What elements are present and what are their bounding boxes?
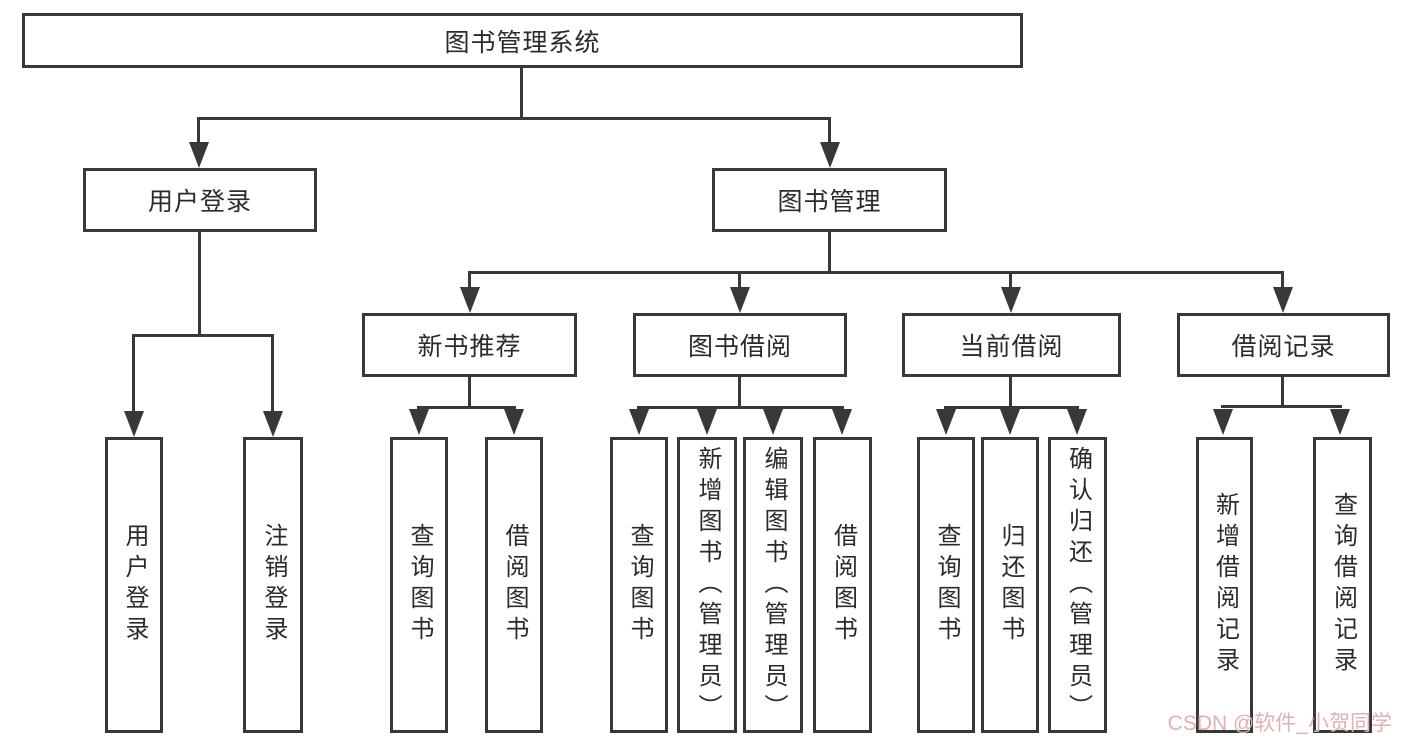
connector-line — [738, 377, 741, 408]
connector-line — [828, 232, 831, 273]
connector-line — [944, 406, 1079, 409]
arrow-down-icon — [504, 409, 524, 435]
arrow-down-icon — [730, 287, 750, 313]
node-label: 图书借阅 — [687, 333, 792, 361]
connector-line — [637, 406, 844, 409]
node-book-management: 图书管理 — [712, 168, 947, 232]
connector-line — [132, 334, 135, 412]
arrow-down-icon — [763, 409, 783, 435]
connector-line — [738, 271, 741, 287]
arrow-down-icon — [1000, 409, 1020, 435]
node-borrow-records: 借阅记录 — [1177, 313, 1390, 377]
node-label: 用户登录 — [147, 188, 252, 216]
connector-line — [468, 271, 471, 287]
arrow-down-icon — [697, 409, 717, 435]
arrow-down-icon — [124, 411, 144, 437]
connector-line — [468, 377, 471, 408]
leaf-confirm-return-admin: 确认归还（管理员） — [1048, 437, 1107, 733]
leaf-edit-book-admin: 编辑图书（管理员） — [743, 437, 803, 733]
leaf-label: 用户登录 — [121, 523, 148, 647]
leaf-label: 借阅图书 — [501, 523, 528, 647]
leaf-query-books-recommend: 查询图书 — [390, 437, 448, 733]
arrow-down-icon — [1001, 287, 1021, 313]
leaf-query-books-current: 查询图书 — [917, 437, 975, 733]
node-new-book-recommend: 新书推荐 — [362, 313, 577, 377]
arrow-down-icon — [263, 411, 283, 437]
node-label: 当前借阅 — [959, 333, 1064, 361]
arrow-down-icon — [409, 409, 429, 435]
connector-line — [198, 232, 201, 336]
connector-line — [271, 334, 274, 412]
leaf-label: 注销登录 — [260, 523, 287, 647]
connector-line — [828, 117, 831, 144]
leaf-label: 查询图书 — [406, 523, 433, 647]
arrow-down-icon — [832, 409, 852, 435]
leaf-query-books-borrow: 查询图书 — [610, 437, 668, 733]
node-label: 图书管理 — [777, 188, 882, 216]
connector-line — [197, 117, 831, 120]
connector-line — [1281, 271, 1284, 287]
leaf-return-book: 归还图书 — [981, 437, 1039, 733]
leaf-label: 查询图书 — [933, 523, 960, 647]
arrow-down-icon — [1273, 287, 1293, 313]
connector-line — [468, 271, 1284, 274]
node-label: 借阅记录 — [1231, 333, 1336, 361]
leaf-label: 确认归还（管理员） — [1064, 445, 1092, 725]
arrow-down-icon — [460, 287, 480, 313]
leaf-label: 编辑图书（管理员） — [760, 445, 787, 725]
connector-line — [520, 68, 523, 120]
arrow-down-icon — [820, 142, 840, 168]
node-label: 新书推荐 — [417, 333, 522, 361]
leaf-label: 查询图书 — [626, 523, 653, 647]
leaf-query-borrow-record: 查询借阅记录 — [1313, 437, 1372, 733]
connector-line — [417, 406, 516, 409]
leaf-label: 借阅图书 — [829, 523, 857, 647]
arrow-down-icon — [189, 142, 209, 168]
arrow-down-icon — [1067, 409, 1087, 435]
leaf-add-book-admin: 新增图书（管理员） — [677, 437, 737, 733]
leaf-user-login: 用户登录 — [105, 437, 163, 733]
node-root-label: 图书管理系统 — [444, 28, 601, 57]
leaf-label: 查询借阅记录 — [1329, 492, 1357, 678]
arrow-down-icon — [629, 409, 649, 435]
leaf-borrow-books: 借阅图书 — [813, 437, 872, 733]
arrow-down-icon — [1330, 409, 1350, 435]
arrow-down-icon — [1213, 409, 1233, 435]
node-root: 图书管理系统 — [22, 13, 1023, 68]
leaf-label: 新增借阅记录 — [1211, 492, 1239, 678]
node-book-borrow: 图书借阅 — [633, 313, 847, 377]
arrow-down-icon — [936, 409, 956, 435]
leaf-label: 归还图书 — [997, 523, 1024, 647]
connector-line — [1009, 271, 1012, 287]
leaf-borrow-books-recommend: 借阅图书 — [485, 437, 543, 733]
connector-line — [132, 334, 274, 337]
connector-line — [1009, 377, 1012, 408]
leaf-add-borrow-record: 新增借阅记录 — [1196, 437, 1253, 733]
connector-line — [197, 117, 200, 144]
connector-line — [1221, 405, 1342, 408]
connector-line — [1281, 377, 1284, 407]
node-user-login: 用户登录 — [83, 168, 317, 232]
watermark: CSDN @软件_小贺同学 — [1167, 712, 1392, 735]
node-current-borrow: 当前借阅 — [902, 313, 1121, 377]
leaf-logout-login: 注销登录 — [243, 437, 303, 733]
leaf-label: 新增图书（管理员） — [694, 445, 721, 725]
